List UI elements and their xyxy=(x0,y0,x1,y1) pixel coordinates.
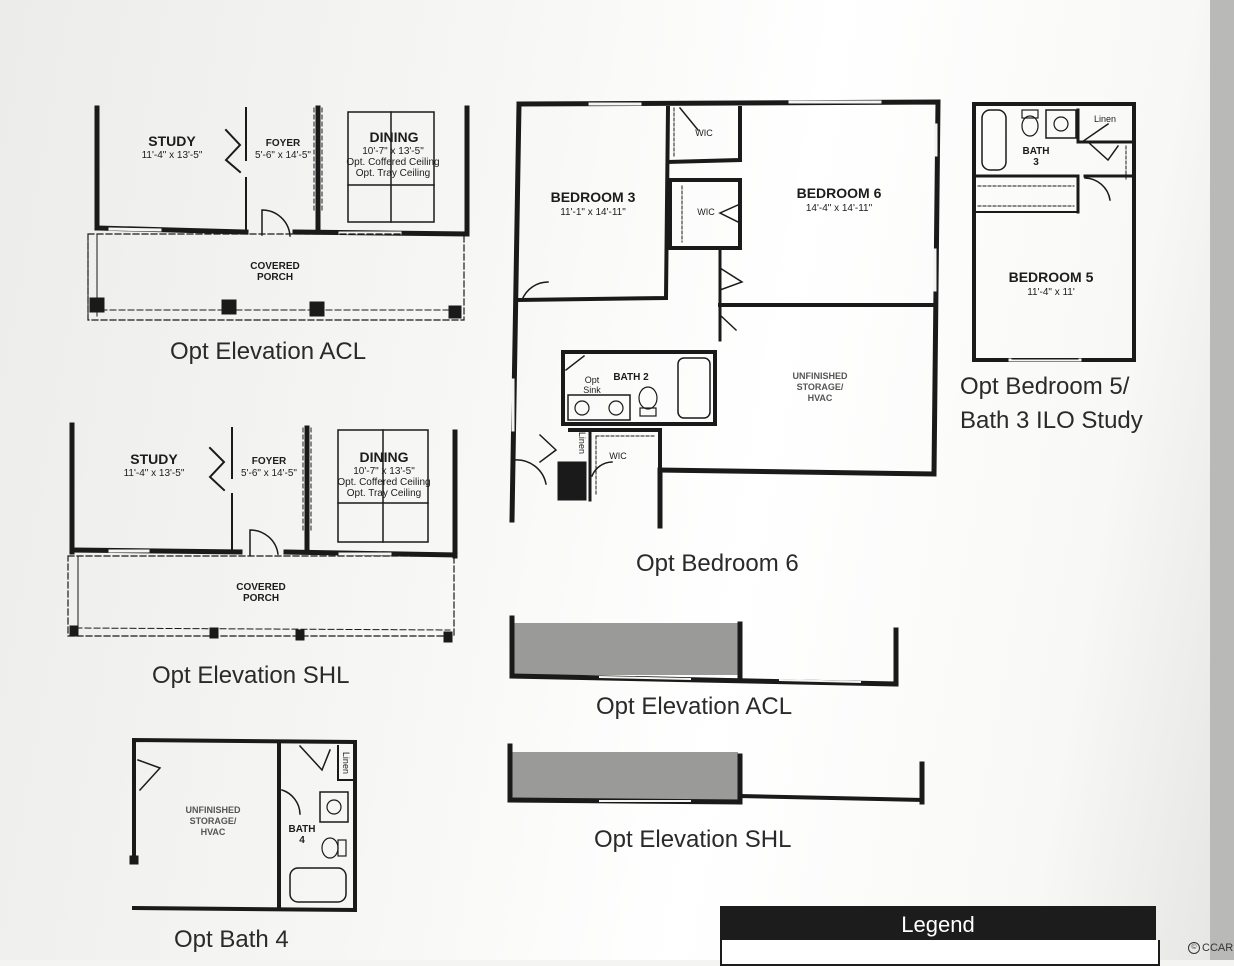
bedroom-5-dimension: 11'-4" x 11' xyxy=(1027,287,1075,298)
porch-label-2: PORCH xyxy=(242,593,280,604)
caption-elevation-acl-top: Opt Elevation ACL xyxy=(170,338,367,365)
linen-label: Linen xyxy=(1093,114,1117,124)
study-label: STUDY xyxy=(130,451,178,467)
dining-option-tray: Opt. Tray Ceiling xyxy=(346,488,422,499)
bedroom-6-label: BEDROOM 6 xyxy=(796,185,882,201)
bath-4-label: BATH xyxy=(288,824,316,835)
dining-option-coffered: Opt. Coffered Ceiling xyxy=(346,157,440,168)
caption-bath-4: Opt Bath 4 xyxy=(174,926,289,953)
wic-label: WIC xyxy=(695,128,713,138)
plan-elevation-acl-small xyxy=(509,615,899,687)
bath-2-label: BATH 2 xyxy=(613,372,649,383)
wic-label: WIC xyxy=(697,207,715,217)
foyer-label: FOYER xyxy=(265,138,301,149)
linen-label: Linen xyxy=(576,431,587,454)
bedroom-3-dimension: 11'-1" x 14'-11" xyxy=(560,207,626,218)
porch-label-2: PORCH xyxy=(256,272,294,283)
bath-3-label: BATH xyxy=(1022,146,1050,157)
storage-label: UNFINISHED xyxy=(185,805,241,815)
opt-sink-label: Opt xyxy=(584,375,600,385)
legend-title: Legend xyxy=(901,912,975,937)
caption-bedroom-5-line-2: Bath 3 ILO Study xyxy=(960,407,1143,434)
caption-elevation-shl-top: Opt Elevation SHL xyxy=(152,662,350,689)
page-edge xyxy=(1210,0,1234,960)
caption-bedroom-5-line-1: Opt Bedroom 5/ xyxy=(960,373,1130,400)
plan-bedroom-6 xyxy=(509,99,941,529)
storage-label-2: STORAGE/ xyxy=(189,816,237,826)
caption-elevation-acl-small: Opt Elevation ACL xyxy=(596,693,793,720)
bath-3-label-2: 3 xyxy=(1033,157,1039,168)
dining-dimension: 10'-7" x 13'-5" xyxy=(353,466,415,477)
storage-label: UNFINISHED xyxy=(792,371,848,381)
study-label: STUDY xyxy=(148,133,196,149)
opt-sink-label-2: Sink xyxy=(583,385,601,395)
porch-label: COVERED xyxy=(236,582,286,593)
storage-label-3: HVAC xyxy=(807,393,833,403)
plan-elevation-acl-top xyxy=(87,105,470,321)
caption-bedroom-6: Opt Bedroom 6 xyxy=(636,550,799,577)
foyer-dimension: 5'-6" x 14'-5" xyxy=(255,150,311,161)
porch-label: COVERED xyxy=(250,261,300,272)
linen-label: Linen xyxy=(340,751,351,774)
copyright-icon: © xyxy=(1188,942,1200,955)
plan-elevation-shl-small xyxy=(507,743,925,805)
plan-elevation-shl-top xyxy=(67,422,458,643)
foyer-label: FOYER xyxy=(251,456,287,467)
study-dimension: 11'-4" x 13'-5" xyxy=(141,150,203,161)
legend-header: Legend xyxy=(720,906,1156,940)
credit-text: CCAR xyxy=(1202,942,1234,954)
dining-label: DINING xyxy=(369,129,419,145)
bath-4-label-2: 4 xyxy=(299,835,305,846)
dining-label: DINING xyxy=(359,449,409,465)
dining-option-coffered: Opt. Coffered Ceiling xyxy=(337,477,431,488)
legend-box xyxy=(720,940,1160,966)
bedroom-3-label: BEDROOM 3 xyxy=(550,189,636,205)
caption-elevation-shl-small: Opt Elevation SHL xyxy=(594,826,792,853)
credit: ©CCAR xyxy=(1188,942,1234,955)
storage-label-2: STORAGE/ xyxy=(796,382,844,392)
dining-dimension: 10'-7" x 13'-5" xyxy=(362,146,424,157)
foyer-dimension: 5'-6" x 14'-5" xyxy=(241,468,297,479)
study-dimension: 11'-4" x 13'-5" xyxy=(123,468,185,479)
bedroom-5-label: BEDROOM 5 xyxy=(1008,269,1094,285)
dining-option-tray: Opt. Tray Ceiling xyxy=(355,168,431,179)
storage-label-3: HVAC xyxy=(200,827,226,837)
bedroom-6-dimension: 14'-4" x 14'-11" xyxy=(805,203,873,214)
plan-bath-4 xyxy=(129,737,358,913)
wic-label: WIC xyxy=(609,451,627,461)
plan-bedroom-5 xyxy=(972,102,1136,362)
